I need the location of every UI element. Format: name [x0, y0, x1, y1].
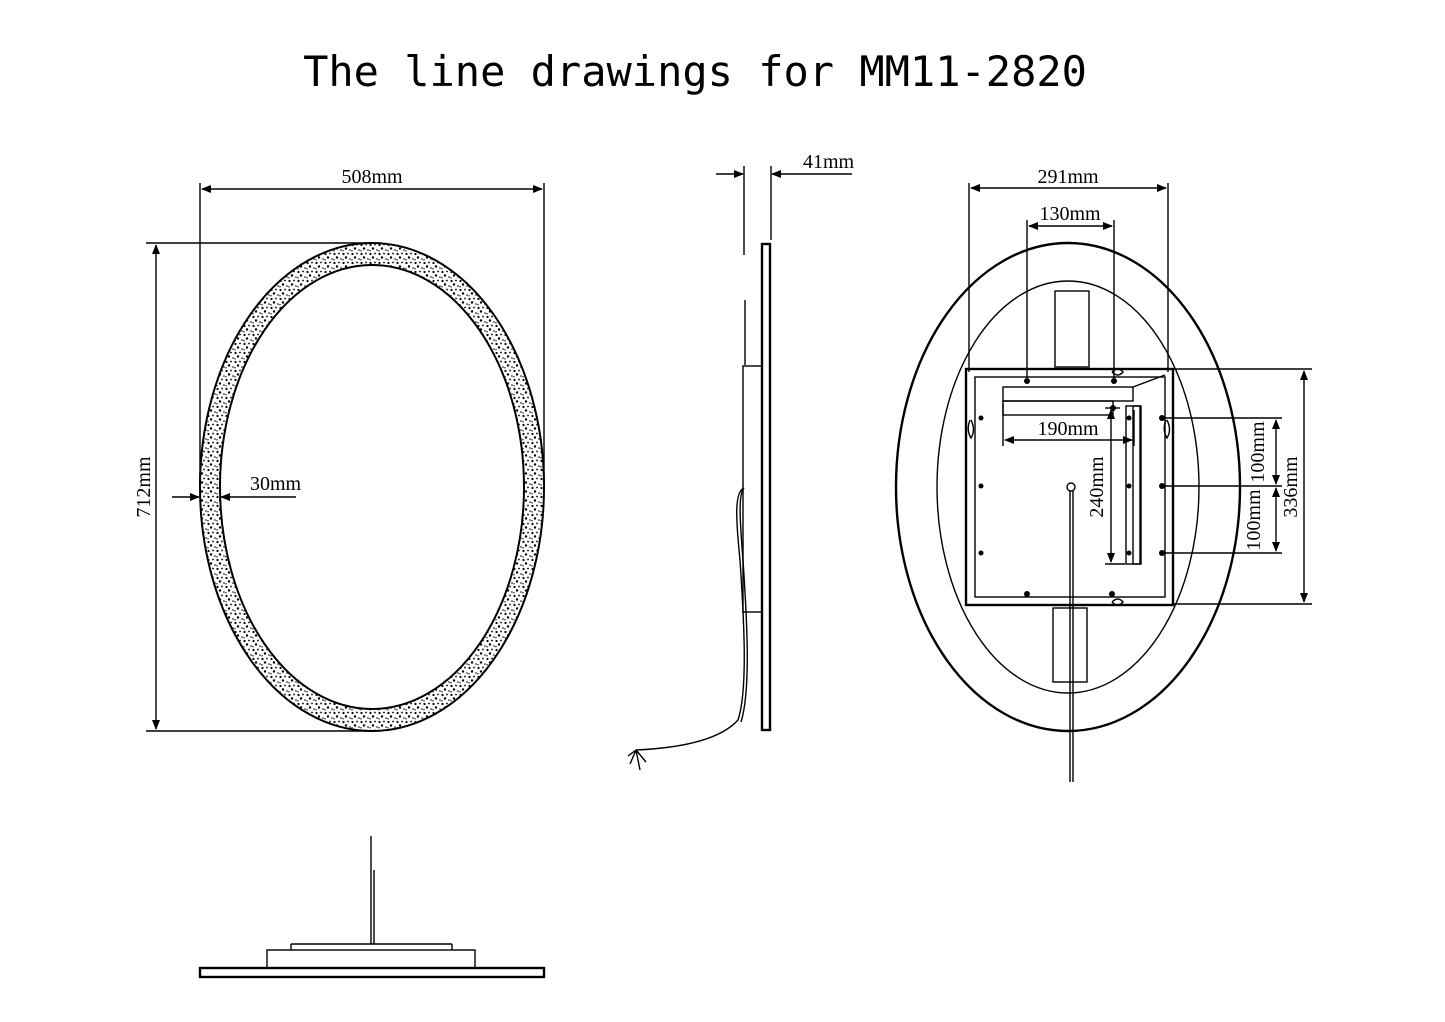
frame-width-label: 30mm — [250, 473, 302, 495]
side-depth-label: 41mm — [803, 151, 855, 173]
backing-box-side — [742, 365, 763, 613]
back-inner-edge — [936, 280, 1200, 694]
back-height-label: 336mm — [1280, 456, 1302, 518]
hook-top-center — [1111, 368, 1124, 376]
vertical-bracket-label: 240mm — [1086, 456, 1108, 518]
power-cable — [635, 487, 745, 751]
mounting-holes — [978, 378, 1165, 597]
back-width-label: 291mm — [1037, 166, 1099, 188]
drawing-title: The line drawings for MM11-2820 — [303, 47, 1087, 96]
mirror-glass-bottom — [198, 966, 546, 979]
horizontal-bracket — [1002, 386, 1134, 402]
hook-bottom-center — [1111, 598, 1124, 606]
back-view: 291mm 130mm 190mm 240mm 100mm 100mm 336m… — [894, 166, 1312, 782]
lower-spacing-label: 100mm — [1243, 489, 1265, 551]
back-outer-edge — [894, 241, 1242, 733]
front-width-label: 508mm — [341, 166, 403, 188]
top-spacing-label: 130mm — [1039, 203, 1101, 225]
front-height-label: 712mm — [133, 456, 155, 518]
upper-mount-tab — [1054, 290, 1090, 368]
mirror-inner-edge — [219, 264, 525, 710]
backing-box-bottom — [266, 949, 476, 969]
mirror-glass-side — [760, 242, 772, 732]
upper-spacing-label: 100mm — [1247, 421, 1269, 483]
cable-grommet — [1066, 482, 1076, 492]
hook-top-left — [967, 419, 975, 440]
bottom-view — [198, 836, 546, 979]
front-view: 508mm 712mm 30mm — [133, 166, 545, 732]
bracket-length-label: 190mm — [1037, 418, 1099, 440]
side-view: 41mm — [627, 151, 855, 771]
hook-top-right — [1163, 419, 1171, 440]
